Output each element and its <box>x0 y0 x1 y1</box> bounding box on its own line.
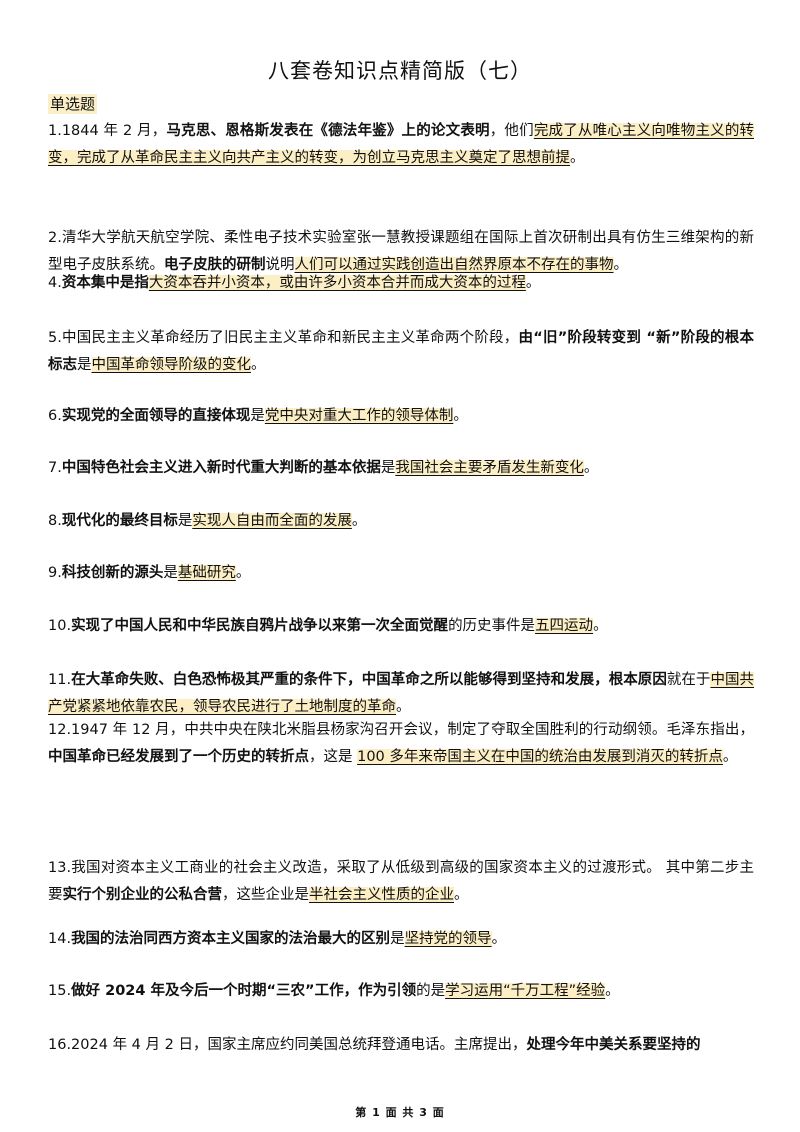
question-text: 8. <box>48 513 62 529</box>
question-text: 的历史事件是 <box>448 618 536 634</box>
bold-keyword: 电子皮肤的研制 <box>164 257 266 273</box>
question-text: 12.1947 年 12 月，中共中央在陕北米脂县杨家沟召开会议，制定了夺取全国… <box>48 722 754 738</box>
question-text: 。 <box>251 357 266 373</box>
question-text: 。 <box>583 460 599 476</box>
highlighted-answer: 大资本吞并小资本，或由许多小资本合并而成大资本的过程 <box>148 275 526 291</box>
question-text: 2.清华大学航天航空学院、柔性电子技术实验室张一慧教授课题组在国际上首次研制出具… <box>48 230 754 273</box>
bold-keyword: 处理今年中美关系要坚持的 <box>526 1037 701 1053</box>
question-text: 就在于 <box>666 672 711 688</box>
highlighted-answer: 学习运用“千万工程”经验 <box>445 983 606 999</box>
page-title: 八套卷知识点精简版（七） <box>268 59 532 83</box>
question-text: 。 <box>593 618 608 634</box>
question-item: 16.2024 年 4 月 2 日，国家主席应约同美国总统拜登通电话。主席提出，… <box>48 1032 754 1059</box>
bold-keyword: 科技创新的源头 <box>61 565 164 581</box>
question-text: 是 <box>250 408 265 424</box>
bold-keyword: 做好 2024 年及今后一个时期“三农”工作，作为引领 <box>71 983 417 999</box>
question-text: ，这是 <box>309 749 358 765</box>
question-text: 15. <box>48 983 72 999</box>
question-text: 。 <box>613 257 629 273</box>
highlighted-answer: 中国革命领导阶级的变化 <box>91 357 251 373</box>
question-item: 11.在大革命失败、白色恐怖极其严重的条件下，中国革命之所以能够得到坚持和发展，… <box>48 667 754 721</box>
bold-keyword: 由“旧”阶段转变到 “新”阶段的根本标志 <box>48 330 754 373</box>
highlighted-answer: 坚持党的领导 <box>404 931 492 947</box>
question-text: 11. <box>48 672 72 688</box>
question-text: 。 <box>722 749 738 765</box>
highlighted-answer: 基础研究 <box>177 565 236 581</box>
question-item: 6.实现党的全面领导的直接体现是党中央对重大工作的领导体制。 <box>48 403 754 430</box>
highlighted-answer: 实现人自由而全面的发展 <box>192 513 352 529</box>
question-text: 。 <box>570 150 585 166</box>
question-text: 。 <box>454 887 469 903</box>
question-text: 16.2024 年 4 月 2 日，国家主席应约同美国总统拜登通电话。主席提出， <box>48 1037 527 1053</box>
highlighted-answer: 100 多年来帝国主义在中国的统治由发展到消灭的转折点 <box>357 749 723 765</box>
question-text: 的是 <box>416 983 446 999</box>
question-text: 14. <box>48 931 72 947</box>
question-text: ，他们 <box>489 123 534 139</box>
question-text: 。 <box>525 275 541 291</box>
bold-keyword: 实行个别企业的公私合营 <box>62 887 223 903</box>
question-item: 12.1947 年 12 月，中共中央在陕北米脂县杨家沟召开会议，制定了夺取全国… <box>48 717 754 771</box>
question-item: 10.实现了中国人民和中华民族自鸦片战争以来第一次全面觉醒的历史事件是五四运动。 <box>48 613 754 640</box>
question-text: ，这些企业是 <box>222 887 309 903</box>
bold-keyword: 实现了中国人民和中华民族自鸦片战争以来第一次全面觉醒 <box>71 618 449 634</box>
question-text: 4. <box>48 275 62 291</box>
question-text: 5.中国民主主义革命经历了旧民主主义革命和新民主主义革命两个阶段， <box>48 330 519 346</box>
question-text: 。 <box>453 408 468 424</box>
question-item: 14.我国的法治同西方资本主义国家的法治最大的区别是坚持党的领导。 <box>48 926 754 953</box>
question-text: 。 <box>605 983 620 999</box>
question-item: 13.我国对资本主义工商业的社会主义改造，采取了从低级到高级的国家资本主义的过渡… <box>48 855 754 909</box>
bold-keyword: 在大革命失败、白色恐怖极其严重的条件下，中国革命之所以能够得到坚持和发展，根本原… <box>71 672 667 688</box>
question-text: 1.1844 年 2 月， <box>48 123 167 139</box>
question-item: 5.中国民主主义革命经历了旧民主主义革命和新民主主义革命两个阶段，由“旧”阶段转… <box>48 325 754 379</box>
question-text: 13.我国对资本主义工商业的社会主义改造，采取了从低级到高级的国家资本主义的过渡… <box>48 860 754 903</box>
bold-keyword: 我国的法治同西方资本主义国家的法治最大的区别 <box>71 931 391 947</box>
bold-keyword: 实现党的全面领导的直接体现 <box>61 408 251 424</box>
question-text: 是 <box>163 565 178 581</box>
question-text: 是 <box>380 460 396 476</box>
question-text: 是 <box>77 357 92 373</box>
question-text: 是 <box>390 931 405 947</box>
question-text: 是 <box>177 513 193 529</box>
question-item: 2.清华大学航天航空学院、柔性电子技术实验室张一慧教授课题组在国际上首次研制出具… <box>48 225 754 279</box>
question-item: 4.资本集中是指大资本吞并小资本，或由许多小资本合并而成大资本的过程。 <box>48 270 754 297</box>
question-text: 。 <box>351 513 367 529</box>
highlighted-answer: 我国社会主要矛盾发生新变化 <box>395 460 584 476</box>
question-text: 。 <box>491 931 507 947</box>
question-text: 7. <box>48 460 62 476</box>
question-item: 7.中国特色社会主义进入新时代重大判断的基本依据是我国社会主要矛盾发生新变化。 <box>48 455 754 482</box>
question-item: 9.科技创新的源头是基础研究。 <box>48 560 754 587</box>
question-item: 15.做好 2024 年及今后一个时期“三农”工作，作为引领的是学习运用“千万工… <box>48 978 754 1005</box>
bold-keyword: 资本集中是指 <box>61 275 149 291</box>
question-text: 9. <box>48 565 62 581</box>
question-text: 。 <box>235 565 251 581</box>
bold-keyword: 马克思、恩格斯发表在《德法年鉴》上的论文表明 <box>166 123 490 139</box>
highlighted-answer: 五四运动 <box>535 618 594 634</box>
bold-keyword: 中国特色社会主义进入新时代重大判断的基本依据 <box>61 460 381 476</box>
question-text: 。 <box>396 699 411 715</box>
bold-keyword: 现代化的最终目标 <box>61 513 178 529</box>
question-text: 10. <box>48 618 72 634</box>
question-text: 说明 <box>265 257 295 273</box>
question-item: 1.1844 年 2 月，马克思、恩格斯发表在《德法年鉴》上的论文表明，他们完成… <box>48 118 755 172</box>
highlighted-answer: 人们可以通过实践创造出自然界原本不存在的事物 <box>294 257 614 273</box>
page-footer: 第 1 面 共 3 面 <box>355 1106 445 1119</box>
bold-keyword: 中国革命已经发展到了一个历史的转折点 <box>48 749 309 765</box>
question-text: 6. <box>48 408 62 424</box>
question-item: 8.现代化的最终目标是实现人自由而全面的发展。 <box>48 508 754 535</box>
section-label: 单选题 <box>48 94 98 114</box>
highlighted-answer: 党中央对重大工作的领导体制 <box>264 408 454 424</box>
highlighted-answer: 半社会主义性质的企业 <box>309 887 454 903</box>
